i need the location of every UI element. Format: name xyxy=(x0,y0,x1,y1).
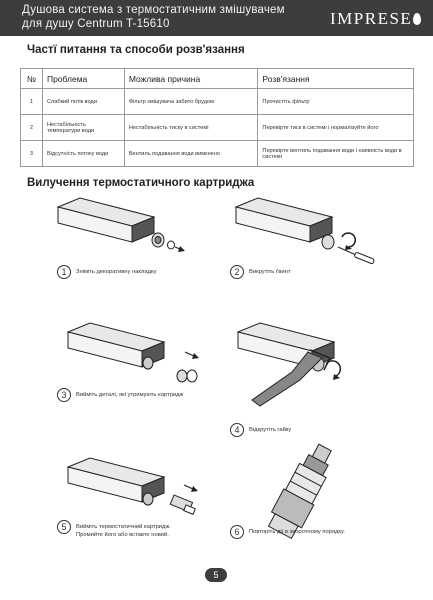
step-number: 6 xyxy=(230,525,244,539)
step-2-illustration xyxy=(234,197,375,265)
step-2: 2 Викрутіть ґвинт xyxy=(230,265,290,279)
section-title-problems: Частї питання та способи розв'язання xyxy=(27,44,245,56)
page-number: 5 xyxy=(205,568,227,582)
cell-cause: Нестабільність тиску в системі xyxy=(123,114,259,141)
cell-problem: Нестабільність температури води xyxy=(41,114,125,141)
col-header-cause: Можлива причина xyxy=(123,68,259,89)
step-1: 1 Зніміть декоративну накладку xyxy=(57,265,157,279)
cell-problem: Слабкий потік води xyxy=(41,88,125,115)
step-1-illustration xyxy=(56,197,185,252)
table-header-row: № Проблема Можлива причина Розв'язання xyxy=(20,68,414,89)
step-5-illustration xyxy=(66,457,198,515)
cell-solution: Прочистіть фільтр xyxy=(257,88,414,115)
cell-problem: Відсутність потоку води xyxy=(41,140,125,167)
header-bar: Душова система з термостатичним змішувач… xyxy=(0,0,433,36)
drop-icon xyxy=(413,13,422,25)
step-3: 3 Вийміть деталі, які утримують картридж xyxy=(57,388,183,402)
table-row: 1 Слабкий потік води Фільтр змішувача за… xyxy=(20,88,414,115)
title-line-2: для душу Centrum T-15610 xyxy=(22,18,170,30)
col-header-solution: Розв'язання xyxy=(257,68,414,89)
cell-num: 1 xyxy=(20,88,43,115)
step-number: 1 xyxy=(57,265,71,279)
step-4: 4 Відкрутіть гайку xyxy=(230,423,291,437)
step-text: Вийміть термостатичний картридж. Промийт… xyxy=(76,523,171,539)
brand-logo: IMPRESE xyxy=(330,9,422,29)
col-header-num: № xyxy=(20,68,43,89)
step-3-illustration xyxy=(66,322,199,383)
step-text: Повторіть дії в зворотному порядку. xyxy=(249,529,345,535)
step-text: Вийміть деталі, які утримують картридж xyxy=(76,392,184,398)
table-row: 2 Нестабільність температури води Нестаб… xyxy=(20,114,414,141)
step-6-illustration xyxy=(267,443,332,540)
step-5: 5 Вийміть термостатичний картридж. Проми… xyxy=(57,520,171,539)
step-6: 6 Повторіть дії в зворотному порядку. xyxy=(230,525,345,539)
step-number: 3 xyxy=(57,388,71,402)
cell-num: 2 xyxy=(20,114,43,141)
col-header-problem: Проблема xyxy=(41,68,125,89)
step-4-illustration xyxy=(236,322,342,407)
title-line-1: Душова система з термостатичним змішувач… xyxy=(22,4,285,16)
step-text: Викрутіть ґвинт xyxy=(249,269,291,275)
cell-num: 3 xyxy=(20,140,43,167)
step-number: 5 xyxy=(57,520,71,534)
step-text: Зніміть декоративну накладку xyxy=(76,269,157,275)
problems-table: № Проблема Можлива причина Розв'язання 1… xyxy=(20,68,414,167)
step-text-line-2: Промийте його або вставте новий. xyxy=(76,532,169,538)
cell-cause: Фільтр змішувача забито брудом xyxy=(123,88,259,115)
cell-solution: Перевірте тиск в системі і нормалізуйте … xyxy=(257,114,414,141)
document-title: Душова система з термостатичним змішувач… xyxy=(22,3,285,31)
step-number: 4 xyxy=(230,423,244,437)
step-text-line-1: Вийміть термостатичний картридж. xyxy=(76,524,171,530)
logo-text: IMPRESE xyxy=(330,9,413,28)
cell-cause: Вентиль подавання води вимкнено xyxy=(123,140,259,167)
step-number: 2 xyxy=(230,265,244,279)
table-row: 3 Відсутність потоку води Вентиль подава… xyxy=(20,140,414,167)
step-text: Відкрутіть гайку xyxy=(249,427,292,433)
cell-solution: Перевірте вентиль подавання води і наявн… xyxy=(257,140,414,167)
section-title-cartridge: Вилучення термостатичного картриджа xyxy=(27,177,255,189)
